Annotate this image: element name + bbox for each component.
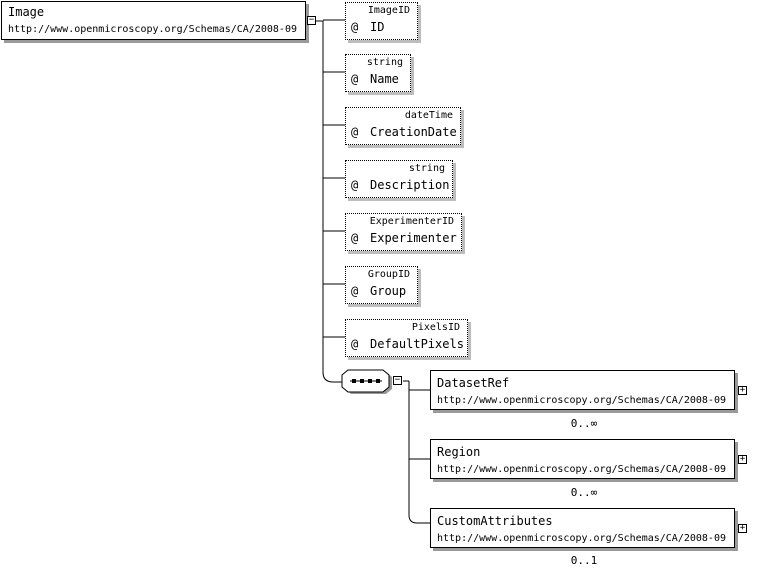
expand-toggle-icon[interactable]: +	[738, 385, 747, 395]
attribute-type: string	[408, 163, 445, 174]
attribute-name: DefaultPixels	[370, 337, 464, 351]
attribute-name: Name	[370, 72, 399, 86]
attribute-name: ID	[370, 20, 385, 34]
root-element-namespace: http://www.openmicroscopy.org/Schemas/CA…	[8, 24, 297, 35]
expand-toggle-icon[interactable]: +	[738, 523, 747, 533]
attribute-type: ImageID	[367, 5, 410, 16]
element-name: CustomAttributes	[437, 514, 553, 528]
sequence-collapse-toggle-icon[interactable]: −	[393, 375, 402, 385]
cardinality-label: 0..1	[570, 554, 598, 567]
attribute-at-icon: @	[351, 72, 359, 86]
sequence-compositor-icon	[341, 369, 392, 394]
expand-toggle-icon[interactable]: +	[738, 454, 747, 464]
element-name: DatasetRef	[437, 376, 510, 390]
attribute-type: PixelsID	[411, 322, 460, 333]
element-box-region[interactable]: Region http://www.openmicroscopy.org/Sch…	[430, 439, 735, 479]
attribute-name: Description	[370, 178, 450, 192]
element-namespace: http://www.openmicroscopy.org/Schemas/CA…	[437, 533, 726, 544]
attribute-type: string	[366, 57, 403, 68]
attribute-box-group[interactable]: GroupID @ Group	[345, 266, 418, 304]
attribute-box-default-pixels[interactable]: PixelsID @ DefaultPixels	[345, 319, 468, 357]
attribute-name: Group	[370, 284, 407, 298]
attribute-name: CreationDate	[370, 125, 457, 139]
attribute-at-icon: @	[351, 125, 359, 139]
attribute-box-description[interactable]: string @ Description	[345, 160, 453, 198]
attribute-type: dateTime	[404, 110, 453, 121]
root-element-name: Image	[8, 5, 45, 19]
attribute-at-icon: @	[351, 337, 359, 351]
attribute-name: Experimenter	[370, 231, 457, 245]
element-namespace: http://www.openmicroscopy.org/Schemas/CA…	[437, 464, 726, 475]
attribute-box-name[interactable]: string @ Name	[345, 54, 411, 92]
attribute-at-icon: @	[351, 231, 359, 245]
element-box-dataset-ref[interactable]: DatasetRef http://www.openmicroscopy.org…	[430, 370, 735, 410]
element-namespace: http://www.openmicroscopy.org/Schemas/CA…	[437, 395, 726, 406]
attribute-type: GroupID	[367, 269, 410, 280]
attribute-type: ExperimenterID	[369, 216, 454, 227]
element-box-custom-attributes[interactable]: CustomAttributes http://www.openmicrosco…	[430, 508, 735, 548]
attribute-at-icon: @	[351, 20, 359, 34]
attribute-box-creation-date[interactable]: dateTime @ CreationDate	[345, 107, 461, 145]
attribute-at-icon: @	[351, 178, 359, 192]
attribute-box-experimenter[interactable]: ExperimenterID @ Experimenter	[345, 213, 462, 251]
cardinality-label: 0..∞	[570, 486, 598, 499]
cardinality-label: 0..∞	[570, 417, 598, 430]
element-name: Region	[437, 445, 481, 459]
attribute-at-icon: @	[351, 284, 359, 298]
attribute-box-id[interactable]: ImageID @ ID	[345, 2, 418, 40]
root-element-box[interactable]: Image http://www.openmicroscopy.org/Sche…	[1, 1, 306, 40]
collapse-toggle-icon[interactable]: −	[307, 15, 316, 25]
